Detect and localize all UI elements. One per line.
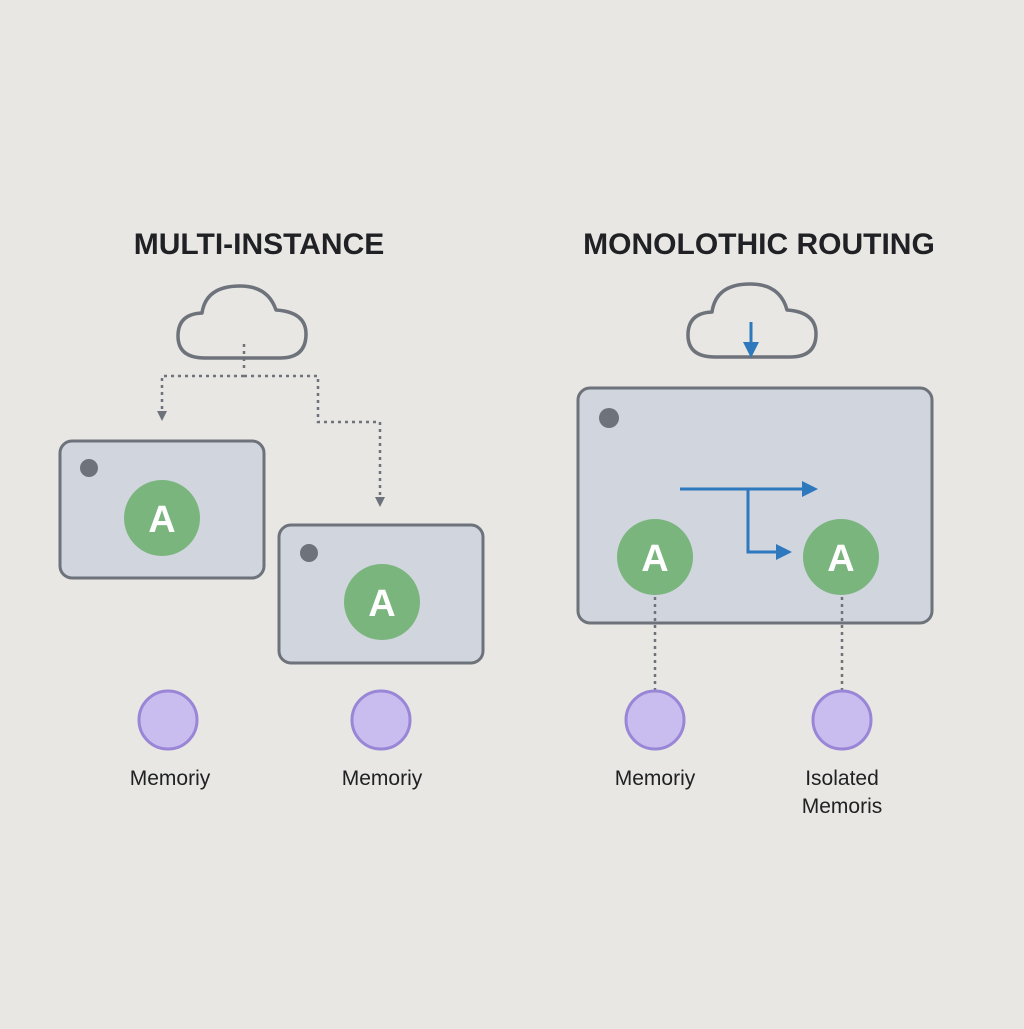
agent-node: A (124, 480, 200, 556)
monolithic-routing-title: MONOLOTHIC ROUTING (583, 228, 935, 261)
monolith-box: A A (576, 386, 934, 625)
memory-node-4 (811, 689, 873, 751)
instance-box-1: A (58, 439, 266, 580)
monolithic-routing-section: MONOLOTHIC ROUTING A A (576, 228, 935, 818)
routing-arrow-branch (746, 489, 792, 560)
memory-label-1: Memoriy (130, 767, 211, 790)
memory-label-2: Memoriy (342, 767, 423, 790)
memory-node-2 (350, 689, 412, 751)
memory-label-4-line2: Memoris (802, 795, 883, 818)
multi-instance-title: MULTI-INSTANCE (134, 228, 385, 261)
multi-instance-section: MULTI-INSTANCE A A (58, 228, 485, 790)
agent-node: A (617, 519, 693, 595)
instance-box-2: A (277, 523, 485, 665)
status-dot (599, 408, 619, 428)
agent-label: A (148, 499, 175, 541)
cloud-icon (686, 282, 818, 359)
dashed-connector-2 (244, 374, 385, 507)
status-dot (80, 459, 98, 477)
agent-node: A (344, 564, 420, 640)
status-dot (300, 544, 318, 562)
cloud-icon (176, 284, 308, 372)
memory-node-3 (624, 689, 686, 751)
agent-label: A (368, 583, 395, 625)
memory-label-3: Memoriy (615, 767, 696, 790)
agent-label: A (641, 538, 668, 580)
agent-label: A (827, 538, 854, 580)
memory-node-1 (137, 689, 199, 751)
memory-label-4-line1: Isolated (805, 767, 879, 790)
dashed-connector-1 (157, 374, 244, 421)
agent-node: A (803, 519, 879, 595)
